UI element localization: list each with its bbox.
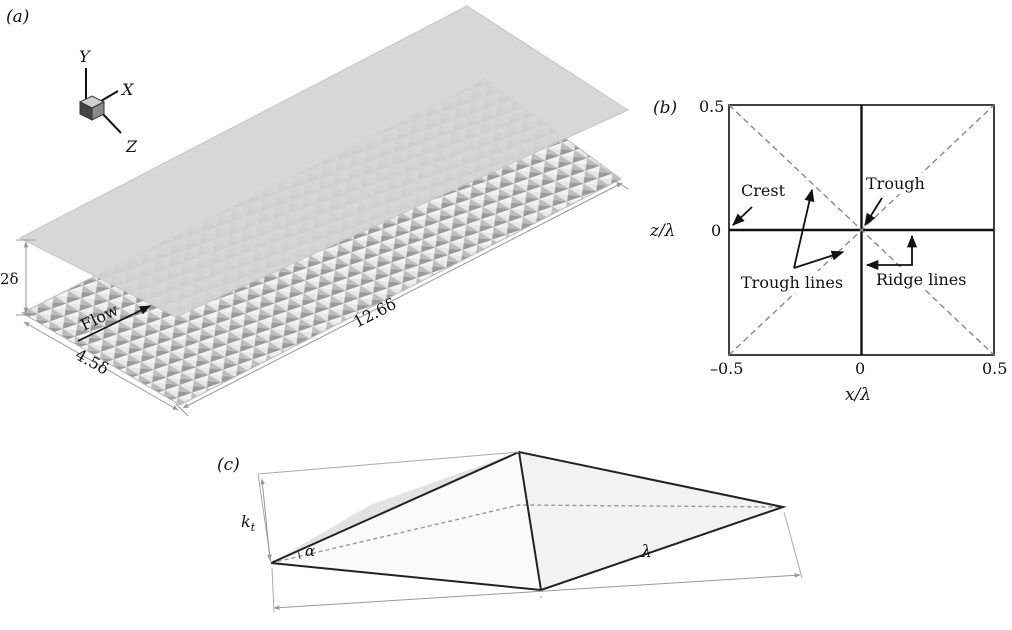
x-axis-label: x/λ <box>845 385 871 405</box>
panel-c-label: (c) <box>217 455 240 475</box>
panel-a: (a) Y X Z 2δ 12.6δ <box>0 5 630 417</box>
panel-b: (b) –0.5 0 0.5 0.5 0 z/λ x/λ Crest Troug… <box>649 97 1007 405</box>
plot-area <box>728 104 995 356</box>
annotation-ridge-lines: Ridge lines <box>876 270 966 289</box>
annotation-trough-lines: Trough lines <box>741 273 843 292</box>
panel-b-label: (b) <box>653 98 677 118</box>
top-wall <box>18 5 630 318</box>
pyramid-face-front <box>271 452 541 590</box>
y-tick-label: 0.5 <box>699 97 724 116</box>
height-dimension-label: 2δ <box>0 270 19 288</box>
height-dimension: 2δ <box>0 239 36 316</box>
pyramid-edge <box>518 451 542 591</box>
axis-y-label: Y <box>79 47 91 66</box>
pyramid-face-front-right <box>519 452 783 590</box>
angle-label: α <box>305 542 315 560</box>
axes-triad: Y X Z <box>78 47 138 156</box>
panel-a-label: (a) <box>6 7 29 27</box>
x-tick-label: 0 <box>855 359 865 378</box>
annotation-trough: Trough <box>866 174 925 193</box>
wavelength-label: λ <box>640 542 652 562</box>
diagonal-line <box>728 104 995 356</box>
y-tick-label: 0 <box>711 221 721 240</box>
x-tick-label: 0.5 <box>982 359 1007 378</box>
annotation-crest: Crest <box>741 181 786 200</box>
axis-z-label: Z <box>125 137 138 156</box>
panel-c: (c) kt α λ <box>217 450 803 613</box>
height-dimension <box>260 478 272 561</box>
height-label: kt <box>241 512 256 534</box>
y-axis-label: z/λ <box>649 221 675 241</box>
axis-x-label: X <box>120 80 134 99</box>
x-tick-label: –0.5 <box>710 359 743 378</box>
hidden-edge <box>270 504 784 564</box>
